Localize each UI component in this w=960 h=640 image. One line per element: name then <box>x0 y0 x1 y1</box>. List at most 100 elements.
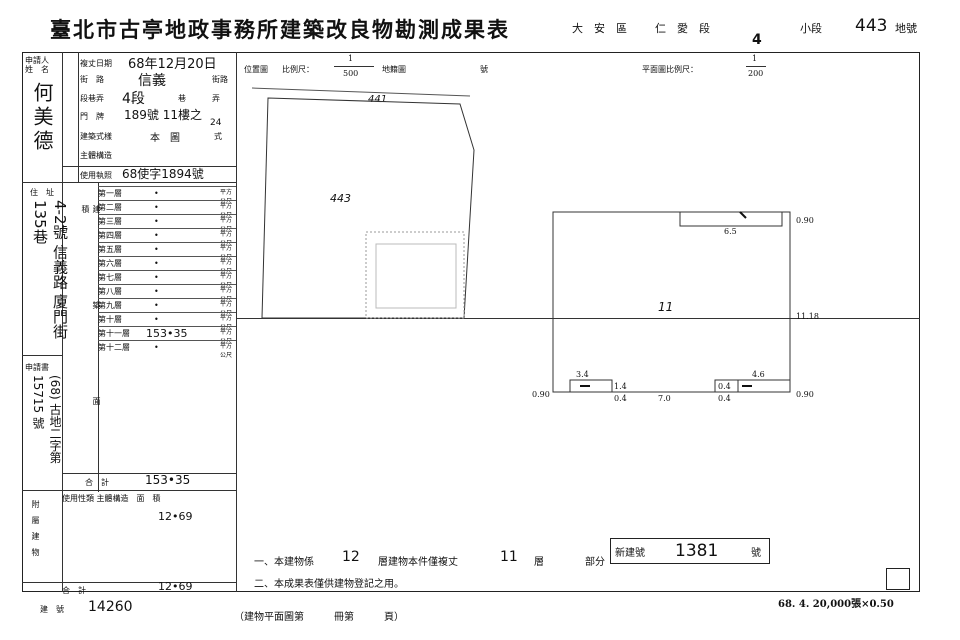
note-1-part: 部分 <box>585 557 605 568</box>
cadastral-map-label: 地籍圖 <box>382 65 406 74</box>
plan-reference: （建物平面圖第 冊第 頁） <box>234 612 404 623</box>
street-label: 街 路 <box>80 75 104 84</box>
floor-row-9: 第九層 • 平方公尺 <box>98 298 236 317</box>
note-1-floor: 11 <box>500 549 518 565</box>
dim-top: 6.5 <box>724 227 737 236</box>
street-value: 信義 <box>138 73 166 89</box>
floor-row-12: 第十二層 • 平方公尺 <box>98 340 236 359</box>
scale-fraction-line <box>746 66 766 67</box>
section-label: 段巷弄 <box>80 94 104 103</box>
floor-row-2: 第二層 • 平方公尺 <box>98 200 236 219</box>
balcony-top <box>679 211 783 227</box>
road-line <box>251 87 471 97</box>
floor-row-7: 第七層 • 平方公尺 <box>98 270 236 289</box>
location-scale-num: 1 <box>348 54 354 63</box>
application-number: (68) 古地二字第 15715 號 <box>31 375 62 464</box>
attached-header: 使用性類 主體構造 面 積 <box>62 494 161 503</box>
building-number: 14260 <box>88 599 133 615</box>
survey-date: 68年12月20日 <box>128 57 217 72</box>
parcel-label: 443 <box>330 192 351 205</box>
section-mid: 巷 <box>178 94 186 103</box>
stamp-suffix: 號 <box>751 548 761 559</box>
applicant-label: 申請人 姓 名 <box>25 56 49 74</box>
print-info: 68. 4. 20,000張×0.50 <box>778 599 894 610</box>
scale-fraction-line <box>334 66 374 67</box>
document-title: 臺北市古亭地政事務所建築改良物勘測成果表 <box>50 17 510 42</box>
note-1-middle: 層建物本件僅複丈 <box>378 557 458 568</box>
divider <box>78 52 79 182</box>
section-value: 4段 <box>122 91 145 107</box>
address-label: 住 址 <box>30 188 54 197</box>
building-type-suffix: 式 <box>214 132 222 141</box>
divider <box>62 52 63 592</box>
note-2: 二、本成果表僅供建物登記之用。 <box>254 579 404 590</box>
new-building-number-stamp: 新建號 1381 號 <box>610 538 770 564</box>
building-footprint-inner <box>375 243 457 309</box>
total-label: 合 計 <box>85 478 109 487</box>
subsection-label: 小段 <box>800 22 822 35</box>
stamp-value: 1381 <box>675 541 719 561</box>
balcony-bottom-right <box>714 379 791 393</box>
form-frame <box>22 52 920 592</box>
survey-date-label: 複丈日期 <box>80 59 112 68</box>
divider <box>22 355 62 356</box>
district-name: 大 安 區 <box>572 22 627 35</box>
floor-plan-label: 平面圖比例尺： <box>642 65 698 74</box>
balcony-bottom-left <box>569 379 613 393</box>
lot-label: 地號 <box>895 22 917 35</box>
arrow-mark <box>739 211 747 219</box>
door-extra: 24 <box>210 118 222 128</box>
floor-row-1: 第一層 • 平方公尺 <box>98 186 236 205</box>
floor-row-3: 第三層 • 平方公尺 <box>98 214 236 233</box>
floor-row-6: 第六層 • 平方公尺 <box>98 256 236 275</box>
dim-bottom-left-3: 0.4 <box>614 394 627 403</box>
divider <box>98 182 99 492</box>
street-suffix: 街路 <box>212 75 228 84</box>
dim-left: 0.90 <box>532 390 550 399</box>
subsection-number: 4 <box>752 32 762 48</box>
application-label: 申請書 <box>25 363 49 372</box>
seal-icon <box>886 568 910 590</box>
stamp-label: 新建號 <box>615 548 645 559</box>
location-scale-den: 500 <box>343 69 359 78</box>
dim-bottom-right-1: 0.4 <box>718 382 731 391</box>
floor-row-5: 第五層 • 平方公尺 <box>98 242 236 261</box>
dim-bottom-right-3: 0.4 <box>718 394 731 403</box>
room-label: 11 <box>658 300 674 314</box>
address-value: 4-2號 信義路 廈門街 135巷 <box>31 200 69 340</box>
building-type: 本 圖 <box>150 133 180 144</box>
floor-row-10: 第十層 • 平方公尺 <box>98 312 236 331</box>
door-value: 189號 11樓之 <box>124 108 202 122</box>
total-value: 153•35 <box>145 473 191 487</box>
note-1-prefix: 一、本建物係 <box>254 557 314 568</box>
divider <box>62 166 236 167</box>
license-label: 使用執照 <box>80 171 112 180</box>
floor-plan-scale-num: 1 <box>752 54 758 63</box>
dim-right-bottom: 0.90 <box>796 390 814 399</box>
lot-number: 443 <box>855 16 888 36</box>
divider <box>236 52 237 592</box>
floor-row-8: 第八層 • 平方公尺 <box>98 284 236 303</box>
floor-plan-scale-den: 200 <box>748 69 764 78</box>
cadastral-map-suffix: 號 <box>480 65 488 74</box>
applicant-name: 何美德 <box>30 82 54 154</box>
divider <box>62 473 236 474</box>
parcel-outline <box>261 97 475 319</box>
attached-total-label: 合 計 <box>62 586 86 595</box>
structure-label: 主體構造 <box>80 151 112 160</box>
dim-bottom-left-1: 3.4 <box>576 370 589 379</box>
floor-row-4: 第四層 • 平方公尺 <box>98 228 236 247</box>
dim-right: 11.18 <box>796 312 819 321</box>
building-type-label: 建築式樣 <box>80 132 112 141</box>
dim-bottom-left-2: 1.4 <box>614 382 627 391</box>
note-1-suffix: 層 <box>534 557 544 568</box>
attached-total: 12•69 <box>158 580 193 593</box>
note-1-floors: 12 <box>342 549 360 565</box>
location-map-label: 位置圖 <box>244 65 268 74</box>
section-name: 仁 愛 段 <box>655 22 710 35</box>
building-no-label: 建 號 <box>40 605 64 614</box>
dim-bottom-right-2: 4.6 <box>752 370 765 379</box>
divider <box>22 582 236 583</box>
